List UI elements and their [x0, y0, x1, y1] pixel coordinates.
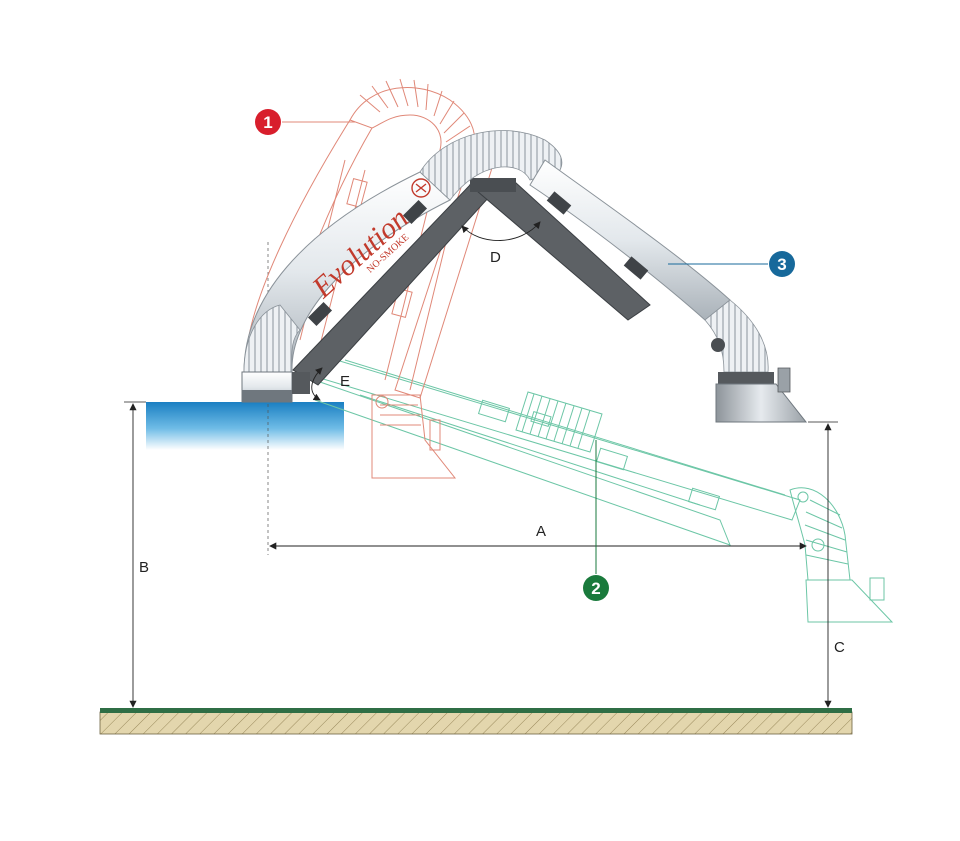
wall-mount-surface	[146, 402, 344, 450]
dimension-label-b: B	[139, 559, 149, 576]
callout-number-2: 2	[591, 579, 600, 598]
callout-number-1: 1	[263, 113, 272, 132]
callout-badge-2	[583, 575, 609, 601]
callout-number-3: 3	[777, 255, 786, 274]
arm-lowered-position-outline	[299, 351, 894, 623]
callout-badge-3	[769, 251, 795, 277]
ex-certification-icon	[411, 178, 431, 198]
angle-arc-d	[461, 221, 541, 241]
floor	[99, 708, 853, 735]
dimension-label-c: C	[834, 639, 845, 656]
callout-2: 2	[583, 440, 609, 601]
callout-1: 1	[255, 109, 355, 135]
callout-3: 3	[668, 251, 795, 277]
angle-arc-e	[311, 367, 323, 401]
angle-label-d: D	[490, 249, 501, 266]
angle-label-e: E	[340, 373, 350, 390]
dimension-label-a: A	[536, 523, 546, 540]
arm-main-position	[241, 130, 808, 423]
callout-badge-1	[255, 109, 281, 135]
